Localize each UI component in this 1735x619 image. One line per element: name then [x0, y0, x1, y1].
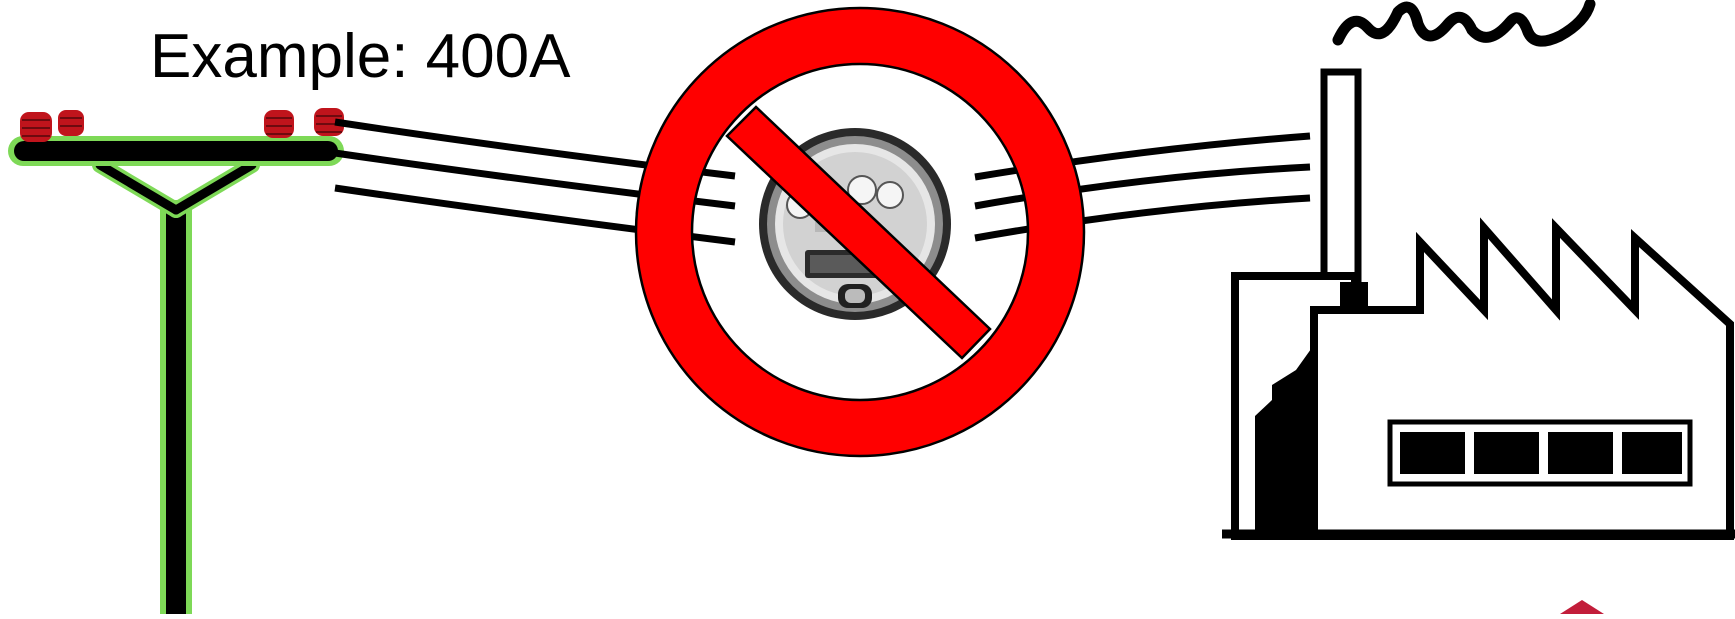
example-label: Example: 400A [150, 26, 570, 88]
smoke-icon [1338, 4, 1590, 41]
partial-house-icon [1560, 600, 1604, 614]
factory-icon [1222, 4, 1735, 536]
utility-pole-icon [8, 108, 344, 614]
